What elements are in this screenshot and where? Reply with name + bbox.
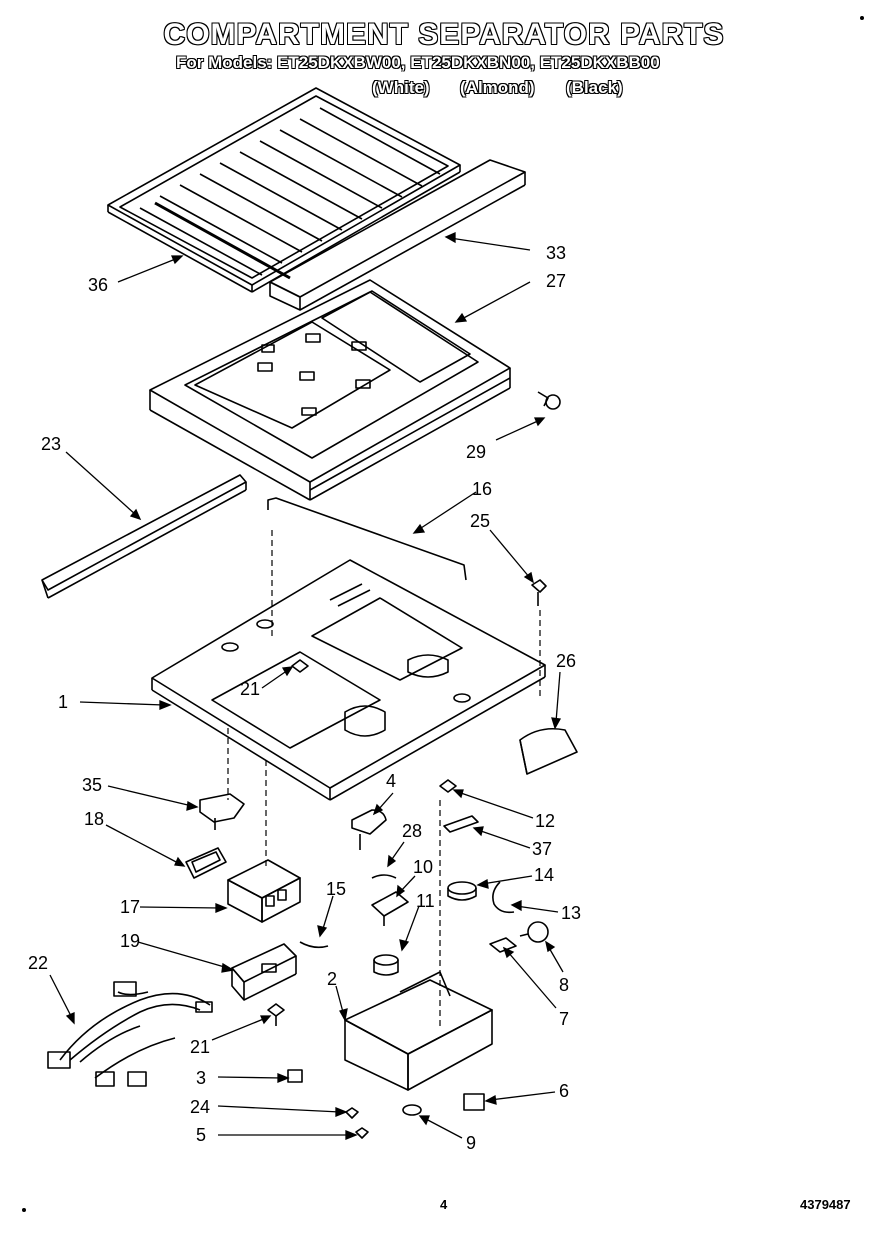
callout-28: 28: [402, 821, 423, 841]
callout-18: 18: [84, 809, 105, 829]
callout-6: 6: [559, 1081, 570, 1101]
part-29-clip: [537, 391, 561, 410]
callout-24: 24: [190, 1097, 211, 1117]
callout-33: 33: [546, 243, 567, 263]
color-almond: (Almond): [460, 78, 535, 97]
part-24-screw: [345, 1107, 359, 1119]
part-28-wire: [371, 874, 397, 879]
callout-15: 15: [326, 879, 347, 899]
part-37-plate: [443, 815, 479, 833]
part-21-screw-lower: [267, 1003, 285, 1026]
color-black: (Black): [566, 78, 623, 97]
callout-21-lower: 21: [190, 1037, 211, 1057]
part-9-nut: [402, 1104, 422, 1116]
part-25-screw: [531, 579, 547, 606]
callout-21-upper: 21: [240, 679, 261, 699]
part-33-rail: [269, 159, 526, 311]
part-27-frame: [149, 279, 511, 501]
callout-9: 9: [466, 1133, 477, 1153]
callout-7: 7: [559, 1009, 570, 1029]
part-6-switch: [463, 1093, 485, 1111]
callout-10: 10: [413, 857, 434, 877]
callout-17: 17: [120, 897, 141, 917]
part-4-socket: [351, 809, 387, 850]
callout-2: 2: [327, 969, 338, 989]
callout-26: 26: [556, 651, 577, 671]
callout-29: 29: [466, 442, 487, 462]
part-26-bracket: [519, 727, 578, 775]
callout-35: 35: [82, 775, 103, 795]
part-13-hose: [492, 881, 515, 914]
callout-8: 8: [559, 975, 570, 995]
part-3-clip: [287, 1069, 303, 1083]
callout-36: 36: [88, 275, 109, 295]
part-18-lens: [185, 847, 227, 879]
part-35-bracket: [199, 793, 245, 830]
callout-23: 23: [41, 434, 62, 454]
part-19-cover: [231, 943, 297, 1001]
callout-4: 4: [386, 771, 397, 791]
part-7-socket: [489, 937, 517, 953]
callout-19: 19: [120, 931, 141, 951]
document-number: 4379487: [800, 1197, 851, 1212]
callout-13: 13: [561, 903, 582, 923]
part-5-screw: [355, 1127, 369, 1139]
callout-5: 5: [196, 1125, 207, 1145]
callout-1: 1: [58, 692, 69, 712]
part-23-strip: [41, 474, 247, 599]
part-14-damper: [447, 881, 477, 901]
page-title: COMPARTMENT SEPARATOR PARTS: [163, 18, 725, 51]
callout-37: 37: [532, 839, 553, 859]
page-number: 4: [440, 1197, 448, 1212]
callout-3: 3: [196, 1068, 207, 1088]
part-17-housing: [227, 859, 301, 923]
callout-14: 14: [534, 865, 555, 885]
part-1-panel: [151, 559, 546, 801]
callout-12: 12: [535, 811, 556, 831]
part-22-harness: [47, 981, 213, 1087]
part-16-rod: [267, 497, 467, 581]
callout-27: 27: [546, 271, 567, 291]
models-line: For Models: ET25DKXBW00, ET25DKXBN00, ET…: [176, 53, 660, 72]
part-8-bulb: [519, 921, 549, 943]
part-11-knob: [373, 954, 399, 976]
callout-22: 22: [28, 953, 49, 973]
part-15-tube: [299, 941, 329, 949]
part-36-shelf: [107, 87, 461, 293]
part-2-housing: [344, 971, 493, 1091]
part-21-screw-upper: [291, 659, 309, 673]
color-white: (White): [372, 78, 430, 97]
part-12-screw: [439, 779, 457, 793]
part-10-switch: [371, 891, 409, 926]
callout-25: 25: [470, 511, 491, 531]
callout-16: 16: [472, 479, 493, 499]
callout-11: 11: [416, 891, 435, 911]
